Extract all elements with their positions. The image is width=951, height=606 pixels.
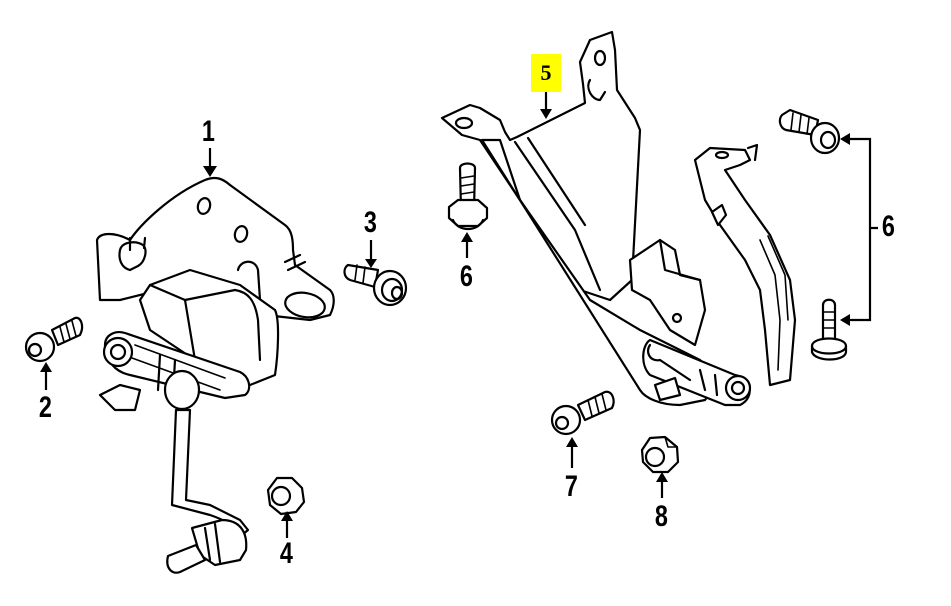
leader-arrow-1	[203, 148, 217, 177]
part-7-bolt[interactable]	[550, 390, 615, 436]
part-6-flange-bolt-left[interactable]	[447, 162, 489, 231]
leader-arrow-7	[566, 437, 578, 468]
leader-arrow-2	[40, 362, 52, 390]
part-3-flange-bolt[interactable]	[343, 263, 408, 307]
leader-arrow-6-left	[461, 232, 473, 258]
part-8-nut[interactable]	[640, 435, 680, 474]
part-6-flange-bolt-lower-right[interactable]	[810, 298, 848, 361]
part-2-bolt[interactable]	[24, 316, 84, 363]
part-5-sensor-bracket[interactable]	[440, 30, 797, 407]
callout-5-highlighted[interactable]: 5	[531, 54, 561, 92]
callout-2[interactable]: 2	[38, 391, 52, 424]
part-6-flange-bolt-top-right[interactable]	[778, 108, 841, 155]
callout-7[interactable]: 7	[564, 470, 578, 503]
part-4-nut[interactable]	[266, 476, 306, 516]
part-1-leveling-sensor[interactable]	[95, 176, 335, 574]
leader-arrow-5	[540, 92, 552, 119]
leader-bracket-6-right	[840, 133, 878, 326]
leader-arrow-4	[281, 511, 293, 538]
callout-6-right[interactable]: 6	[881, 210, 895, 243]
callout-6-left[interactable]: 6	[459, 260, 473, 293]
callout-4[interactable]: 4	[279, 537, 293, 570]
leader-arrow-3	[365, 240, 377, 268]
callout-8[interactable]: 8	[654, 500, 668, 533]
callout-3[interactable]: 3	[363, 206, 377, 239]
leader-arrow-8	[656, 472, 668, 498]
callout-1[interactable]: 1	[201, 115, 215, 148]
